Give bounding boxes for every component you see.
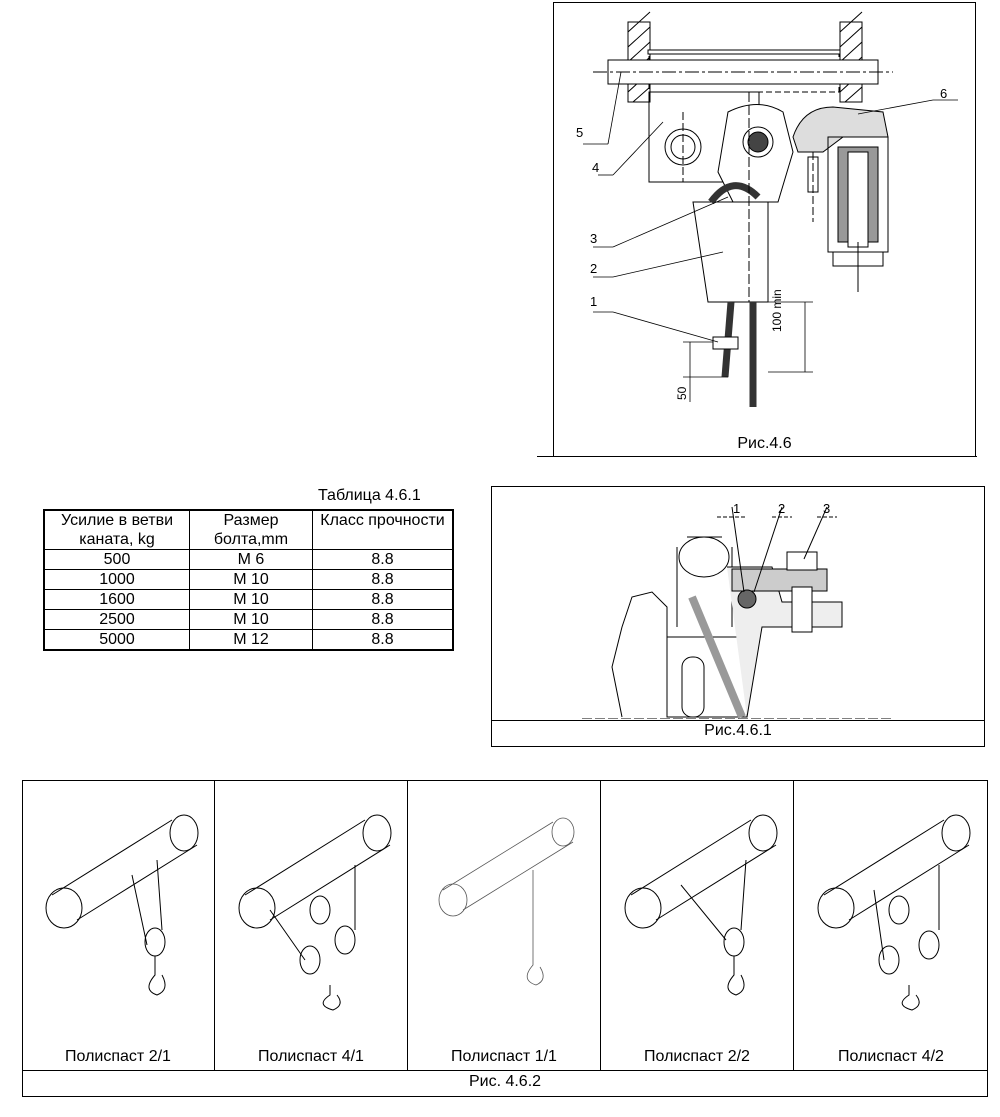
callout-3: 3 [590,231,598,246]
hoist-1-1-drawing [438,817,575,986]
figure-4-6-1-drawing [582,506,892,719]
hoist-cell-4-2: Полиспаст 4/2 [794,780,988,1070]
hoist-label: Полиспаст 1/1 [451,1048,557,1065]
figure-4-6-2-caption: Рис. 4.6.2 [468,1073,542,1090]
table-title: Таблица 4.6.1 [318,487,421,504]
figure-4-6-2-frame [22,780,988,1097]
table-row: 2500 M 10 8.8 [43,609,454,630]
hoist-2-1-drawing [45,814,199,996]
bolt-spec-table: Усилие в ветви каната, kg Размер болта,m… [43,509,454,651]
cell-force: 2500 [43,609,190,630]
hoist-label: Полиспаст 4/2 [838,1048,944,1065]
cell-bolt: M 12 [189,629,313,651]
hoist-label: Полиспаст 4/1 [258,1048,364,1065]
dimension-100-min: 100 min [770,289,784,332]
dimension-50: 50 [675,386,689,400]
figure-4-6-caption: Рис.4.6 [737,435,792,452]
hoist-cell-2-1: Полиспаст 2/1 [22,780,215,1070]
cell-class: 8.8 [312,629,454,651]
cell-force: 5000 [43,629,190,651]
callout-1-fig461: 1 [733,501,741,516]
figure-4-6-1-caption: Рис.4.6.1 [704,722,772,739]
hoist-label: Полиспаст 2/2 [644,1048,750,1065]
cell-bolt: M 6 [189,549,313,570]
header-strength-class: Класс прочности [312,509,454,550]
hoist-cell-4-1: Полиспаст 4/1 [215,780,408,1070]
cell-force: 1600 [43,589,190,610]
figure-4-6-drawing [583,11,958,407]
header-rope-force: Усилие в ветви каната, kg [43,509,190,550]
cell-force: 1000 [43,569,190,590]
figure-4-6-1-caption-divider [491,720,985,721]
figure-4-6-1-frame [491,486,985,747]
callout-4: 4 [592,160,600,175]
cell-class: 8.8 [312,589,454,610]
callout-2-fig461: 2 [778,501,786,516]
hoist-2-2-drawing [624,814,778,996]
cell-bolt: M 10 [189,569,313,590]
table-header-row: Усилие в ветви каната, kg Размер болта,m… [43,509,454,550]
table-row: 1600 M 10 8.8 [43,589,454,610]
figure-4-6-baseline [537,456,977,457]
table-row: 1000 M 10 8.8 [43,569,454,590]
callout-1: 1 [590,294,598,309]
table-row: 500 M 6 8.8 [43,549,454,570]
cell-class: 8.8 [312,609,454,630]
callout-2: 2 [590,261,598,276]
cell-bolt: M 10 [189,589,313,610]
cell-class: 8.8 [312,569,454,590]
hoist-cell-1-1: Полиспаст 1/1 [408,780,601,1070]
hoist-4-2-drawing [817,814,971,1011]
hoist-4-1-drawing [238,814,392,1011]
header-bolt-size: Размер болта,mm [189,509,313,550]
callout-3-fig461: 3 [823,501,831,516]
cell-force: 500 [43,549,190,570]
hoist-label: Полиспаст 2/1 [65,1048,171,1065]
cell-class: 8.8 [312,549,454,570]
cell-bolt: M 10 [189,609,313,630]
callout-5: 5 [576,125,584,140]
table-row: 5000 M 12 8.8 [43,629,454,651]
callout-6: 6 [940,86,948,101]
hoist-cell-2-2: Полиспаст 2/2 [601,780,794,1070]
figure-4-6-2-caption-divider [22,1070,988,1071]
